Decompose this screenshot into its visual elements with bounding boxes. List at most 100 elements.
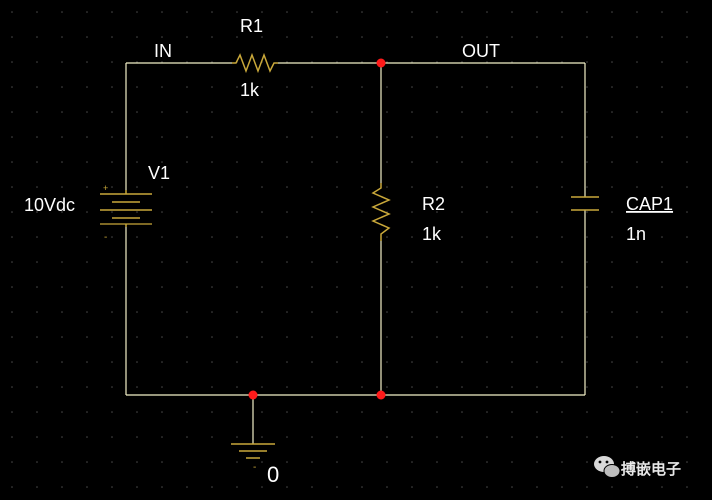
grid-dot — [11, 361, 13, 363]
grid-dot — [686, 286, 688, 288]
grid-dot — [386, 486, 388, 488]
grid-dot — [586, 186, 588, 188]
grid-dot — [261, 486, 263, 488]
grid-dot — [186, 11, 188, 13]
grid-dot — [186, 86, 188, 88]
grid-dot — [61, 111, 63, 113]
grid-dot — [286, 186, 288, 188]
grid-dot — [586, 61, 588, 63]
grid-dot — [661, 486, 663, 488]
grid-dot — [686, 486, 688, 488]
grid-dot — [36, 11, 38, 13]
grid-dot — [36, 36, 38, 38]
grid-dot — [411, 11, 413, 13]
grid-dot — [461, 86, 463, 88]
grid-dot — [511, 336, 513, 338]
grid-dot — [386, 86, 388, 88]
grid-dot — [161, 111, 163, 113]
grid-dot — [261, 36, 263, 38]
grid-dot — [161, 386, 163, 388]
grid-dot — [461, 11, 463, 13]
grid-dot — [336, 461, 338, 463]
grid-dot — [461, 186, 463, 188]
grid-dot — [611, 386, 613, 388]
grid-dot — [136, 111, 138, 113]
grid-dot — [486, 86, 488, 88]
grid-dot — [211, 86, 213, 88]
grid-dot — [386, 361, 388, 363]
grid-dot — [586, 461, 588, 463]
grid-dot — [236, 261, 238, 263]
grid-dot — [11, 411, 13, 413]
grid-dot — [11, 36, 13, 38]
grid-dot — [611, 61, 613, 63]
grid-dot — [361, 236, 363, 238]
grid-dot — [261, 286, 263, 288]
grid-dot — [86, 36, 88, 38]
grid-dot — [461, 261, 463, 263]
grid-dot — [336, 161, 338, 163]
grid-dot — [136, 436, 138, 438]
grid-dot — [261, 136, 263, 138]
grid-dot — [386, 161, 388, 163]
grid-dot — [61, 361, 63, 363]
grid-dot — [286, 386, 288, 388]
grid-dot — [61, 161, 63, 163]
grid-dot — [661, 236, 663, 238]
grid-dot — [211, 361, 213, 363]
grid-dot — [436, 136, 438, 138]
grid-dot — [511, 461, 513, 463]
grid-dot — [236, 411, 238, 413]
capacitor-cap1 — [571, 196, 599, 211]
grid-dot — [286, 461, 288, 463]
grid-dot — [186, 411, 188, 413]
grid-dot — [436, 236, 438, 238]
grid-dot — [186, 461, 188, 463]
grid-dot — [536, 136, 538, 138]
grid-dot — [661, 386, 663, 388]
grid-dot — [261, 11, 263, 13]
grid-dot — [636, 386, 638, 388]
grid-dot — [436, 461, 438, 463]
grid-dot — [536, 311, 538, 313]
grid-dot — [561, 461, 563, 463]
grid-dot — [361, 311, 363, 313]
wires — [125, 62, 586, 444]
grid-dot — [361, 11, 363, 13]
grid-dot — [361, 436, 363, 438]
grid-dot — [486, 211, 488, 213]
grid-dot — [511, 111, 513, 113]
grid-dot — [486, 411, 488, 413]
grid-dot — [636, 461, 638, 463]
grid-dot — [136, 136, 138, 138]
grid-dot — [111, 436, 113, 438]
grid-dot — [611, 36, 613, 38]
grid-dot — [361, 361, 363, 363]
grid-dot — [36, 486, 38, 488]
grid-dot — [336, 311, 338, 313]
grid-dot — [311, 36, 313, 38]
grid-dot — [611, 361, 613, 363]
grid-dot — [136, 36, 138, 38]
grid-dot — [561, 436, 563, 438]
grid-dot — [286, 336, 288, 338]
grid-dot — [111, 461, 113, 463]
grid-dot — [36, 136, 38, 138]
grid-dot — [636, 61, 638, 63]
grid-dot — [186, 236, 188, 238]
grid-dot — [436, 111, 438, 113]
grid-dot — [661, 11, 663, 13]
grid-dot — [411, 461, 413, 463]
grid-dot — [111, 236, 113, 238]
grid-dot — [411, 361, 413, 363]
grid-dot — [661, 61, 663, 63]
grid-dot — [86, 186, 88, 188]
grid-dot — [336, 236, 338, 238]
grid-dot — [336, 136, 338, 138]
grid-dot — [536, 386, 538, 388]
grid-dot — [161, 161, 163, 163]
grid-dot — [486, 311, 488, 313]
grid-dot — [136, 261, 138, 263]
grid-dot — [186, 286, 188, 288]
grid-dot — [136, 236, 138, 238]
